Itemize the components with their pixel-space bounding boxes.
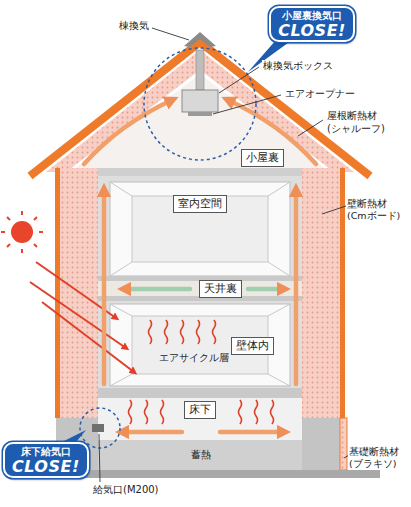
sunlight-arrow xyxy=(30,282,126,348)
space-label-box: 小屋裏 xyxy=(241,149,284,167)
heat-wave xyxy=(255,400,258,424)
leader-line xyxy=(152,28,189,40)
part-label: 基礎断熱材 (ブラキソ) xyxy=(348,446,408,470)
vent-duct xyxy=(196,50,204,90)
ceiling-space xyxy=(98,280,302,298)
heat-wave xyxy=(161,400,164,424)
part-label: 棟換気 xyxy=(118,20,150,33)
heat-wave xyxy=(197,320,200,344)
floor-slab xyxy=(98,388,302,398)
part-label: エアオープナー xyxy=(284,88,356,101)
callout-circle xyxy=(80,408,120,448)
room-perspective xyxy=(110,182,290,276)
space-label-box: 天井裏 xyxy=(199,280,242,298)
sun xyxy=(11,221,33,243)
space-label-box: 壁体内 xyxy=(231,337,274,355)
air-flow-arrow xyxy=(122,430,182,435)
foundation xyxy=(302,418,340,470)
room xyxy=(110,182,290,276)
heat-wave xyxy=(149,320,152,344)
ridge-vent-box xyxy=(182,90,218,112)
heat-wave xyxy=(239,400,242,424)
air-flow-arrow xyxy=(294,190,299,384)
room xyxy=(110,304,290,386)
node-text: 壁体内 xyxy=(236,339,269,353)
sun-rays xyxy=(1,211,43,253)
leader-line xyxy=(298,120,323,136)
part-label: 屋根断熱材 (シャルーフ) xyxy=(326,110,392,135)
slab xyxy=(98,168,302,176)
air-flow-arrow xyxy=(248,287,284,292)
heat-wave xyxy=(129,400,132,424)
part-label: エアサイクル層 xyxy=(158,352,230,365)
node-text: 小屋裏換気口 xyxy=(278,10,346,22)
underfloor-space xyxy=(98,398,302,440)
part-label: 給気口(M200) xyxy=(92,484,160,497)
room-perspective xyxy=(110,304,290,386)
air-cycle-layer xyxy=(98,298,302,390)
heat-wave xyxy=(271,400,274,424)
node-text: 床下給気口 xyxy=(12,446,80,458)
part-label: 蓄熱 xyxy=(190,449,212,462)
roof-insulation xyxy=(46,50,354,172)
part-label: 棟換気ボックス xyxy=(262,60,334,73)
air-flow-arrow xyxy=(102,190,107,384)
roof-outer xyxy=(30,42,370,176)
heat-wave xyxy=(165,320,168,344)
callout-bubble: 床下給気口CLOSE! xyxy=(3,442,89,478)
space-label-box: 床下 xyxy=(184,401,216,419)
callout-bubble: 小屋裏換気口CLOSE! xyxy=(269,6,355,42)
leader-line xyxy=(219,67,259,93)
node-text: 小屋裏 xyxy=(246,151,279,165)
space-label-box: 室内空間 xyxy=(173,195,227,213)
leader-line xyxy=(322,206,346,214)
node-subtext: CLOSE! xyxy=(278,22,346,40)
foundation-insulation xyxy=(340,418,347,470)
heat-wave xyxy=(213,320,216,344)
air-flow-arrow xyxy=(84,100,172,164)
room-back-wall xyxy=(132,196,268,262)
leader-line xyxy=(213,95,281,114)
part-label: 壁断熱材 (Cmボード) xyxy=(346,198,408,222)
air-flow xyxy=(84,100,316,432)
air-flow-arrow xyxy=(220,430,284,435)
air-opener xyxy=(188,112,212,116)
callout-tail xyxy=(62,430,86,442)
leader-line xyxy=(99,434,100,482)
wall-outer xyxy=(340,168,345,418)
callout-circle xyxy=(144,48,256,160)
node-text: 天井裏 xyxy=(204,282,237,296)
heat-wave xyxy=(181,320,184,344)
sunlight-arrow xyxy=(42,302,134,372)
node-subtext: CLOSE! xyxy=(12,458,80,476)
node-text: 床下 xyxy=(189,403,211,417)
wall-insulation xyxy=(302,168,340,418)
room-back-wall xyxy=(132,316,268,374)
node-text: 室内空間 xyxy=(178,197,222,211)
wall-outer xyxy=(55,168,60,418)
ground-slab xyxy=(98,440,302,470)
supply-vent xyxy=(92,424,104,432)
air-cycle-layer xyxy=(98,176,302,280)
air-flow-arrow xyxy=(124,287,190,292)
heat-wave xyxy=(145,400,148,424)
